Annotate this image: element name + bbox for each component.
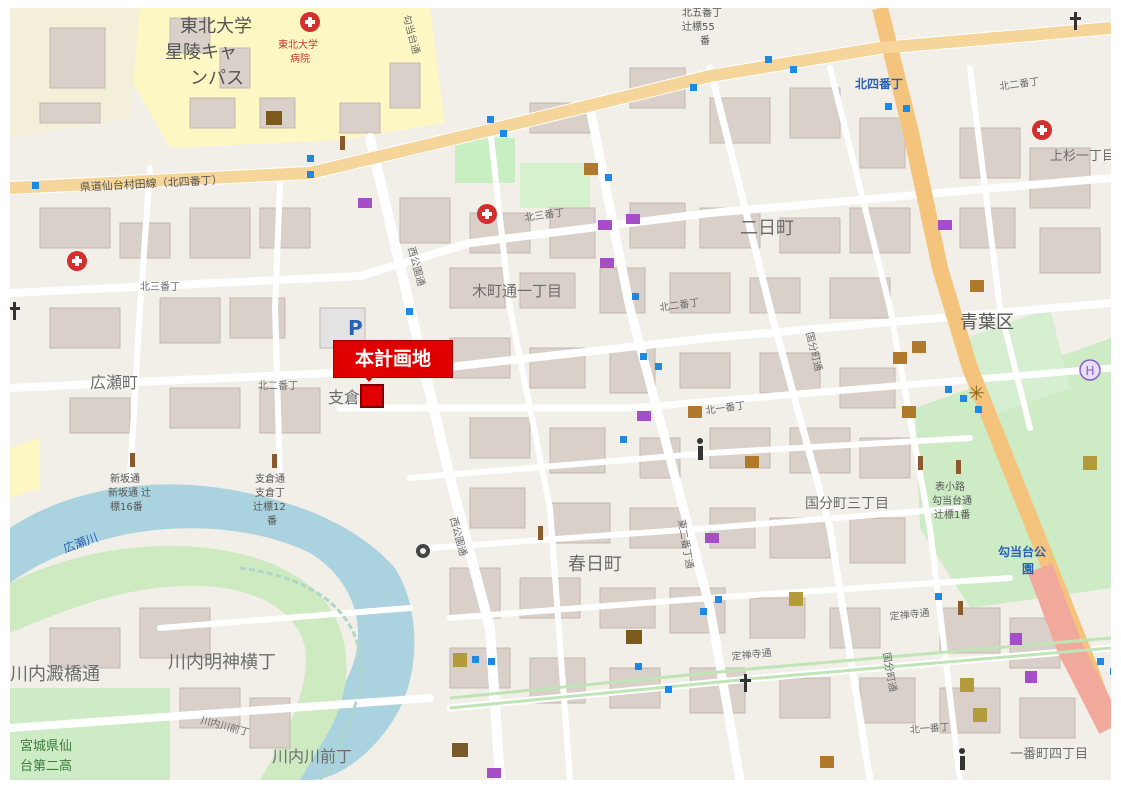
- label-kimachi: 木町通一丁目: [472, 282, 562, 300]
- label-aoba-ku: 青葉区: [960, 312, 1014, 333]
- label-kawauchi-mae: 川内川前丁: [272, 747, 352, 766]
- shop-icon: [358, 198, 1037, 778]
- label-kokubuncho: 国分町三丁目: [805, 496, 889, 512]
- label-kasugamachi: 春日町: [568, 554, 622, 575]
- label-shisoku-2: 支倉丁: [255, 486, 285, 499]
- parking-icon: P: [348, 316, 363, 340]
- hospital-icon: [67, 251, 87, 271]
- label-kotodai-park-2: 園: [1022, 562, 1034, 576]
- label-univ-hospital-2: 病院: [290, 52, 310, 65]
- label-jozenji-2: 定禅寺通: [889, 606, 930, 623]
- fountain-icon: ✳: [968, 381, 985, 405]
- theatre-icon: [453, 456, 1097, 722]
- hospital-icon: [300, 12, 320, 32]
- temple-icon: [584, 163, 984, 768]
- riverbank: [10, 545, 347, 780]
- label-kawauchi-bridge: 川内澱橋通: [10, 664, 100, 685]
- trunk-road: [1027, 563, 1111, 734]
- label-jozenji: 定禅寺通: [731, 646, 772, 663]
- jozenji-green: [449, 636, 1111, 700]
- label-kita3: 北三番丁: [524, 207, 565, 224]
- library-icon: [266, 111, 642, 644]
- buildings: [39, 17, 1101, 749]
- label-omote-3: 辻標1番: [934, 508, 970, 521]
- label-miyagi-school-1: 宮城県仙: [20, 738, 72, 754]
- project-site-callout-tail: [362, 374, 376, 382]
- park-patch: [520, 163, 590, 208]
- label-hirosemachi: 広瀬町: [90, 373, 138, 392]
- label-ichibancho: 一番町四丁目: [1010, 747, 1088, 762]
- label-futsukamachi: 二日町: [740, 218, 794, 239]
- label-kita1: 北一番丁: [705, 400, 746, 417]
- label-omote-1: 表小路: [935, 480, 965, 493]
- label-shisoku-4: 番: [267, 515, 277, 527]
- museum-icon: [452, 743, 468, 757]
- label-kitayonbancho: 北四番丁: [855, 76, 903, 91]
- label-kamisugi: 上杉一丁目: [1050, 149, 1111, 164]
- label-kita-ichibancho: 北一番丁: [909, 721, 950, 736]
- project-site-marker[interactable]: [360, 384, 384, 408]
- label-kita2-left: 北二番丁: [258, 380, 298, 392]
- label-shinzaka-1: 新坂通: [110, 472, 140, 485]
- label-kotodai-park-1: 勾当台公: [998, 544, 1046, 559]
- label-seiryo-2: ンパス: [190, 68, 244, 89]
- label-kitagobancho-1: 北五番丁: [682, 8, 722, 19]
- hirose-river: [10, 484, 415, 780]
- label-shinzaka-3: 標16番: [110, 500, 143, 513]
- info-icon: [697, 438, 965, 770]
- label-shinzaka-2: 新坂通 辻: [108, 486, 151, 499]
- school-ground: [10, 688, 170, 780]
- prefectural-road: [10, 22, 1111, 194]
- bus-stops: [32, 56, 1111, 693]
- label-shisoku-3: 辻標12: [253, 500, 286, 513]
- street-map[interactable]: H P ✳ 東北大学 星陵キャ ンパス 東北大学 病院 二日町 木町通一丁目 青…: [10, 8, 1111, 780]
- project-site-label: 本計画地: [333, 340, 453, 378]
- hospital-icon: [477, 204, 497, 224]
- label-kitagobancho-3: 番: [700, 35, 710, 47]
- church-icon: [10, 12, 1081, 692]
- label-miyagi-school-2: 台第二高: [20, 758, 72, 774]
- label-seiryo-1: 星陵キャ: [165, 42, 237, 63]
- label-tohoku-univ: 東北大学: [180, 16, 252, 37]
- label-shisoku-1: 支倉通: [255, 472, 285, 485]
- label-omote-2: 勾当台通: [932, 494, 972, 507]
- riverside-path: [239, 566, 363, 780]
- label-kitagobancho-2: 辻標55: [682, 20, 715, 33]
- monument-icon: [130, 136, 963, 615]
- label-kawauchi-myojin: 川内明神横丁: [168, 652, 276, 673]
- label-kita2: 北二番丁: [659, 297, 700, 314]
- hotel-icon-glyph: H: [1085, 364, 1094, 378]
- label-yoko-dori: 北二番丁: [999, 76, 1040, 93]
- viewpoint-icon-inner: [420, 548, 426, 554]
- label-kita3-left: 北三番丁: [140, 281, 180, 293]
- school-area: [10, 438, 40, 498]
- hospital-icon: [1032, 120, 1052, 140]
- hotel-icon: [1079, 359, 1101, 381]
- map-frame[interactable]: H P ✳ 東北大学 星陵キャ ンパス 東北大学 病院 二日町 木町通一丁目 青…: [10, 8, 1111, 780]
- jozenji-green: [449, 646, 1111, 710]
- park-patch: [965, 308, 1070, 418]
- park-patch: [455, 138, 515, 183]
- label-shisoku: 支倉: [328, 388, 360, 407]
- label-univ-hospital-1: 東北大学: [278, 38, 318, 51]
